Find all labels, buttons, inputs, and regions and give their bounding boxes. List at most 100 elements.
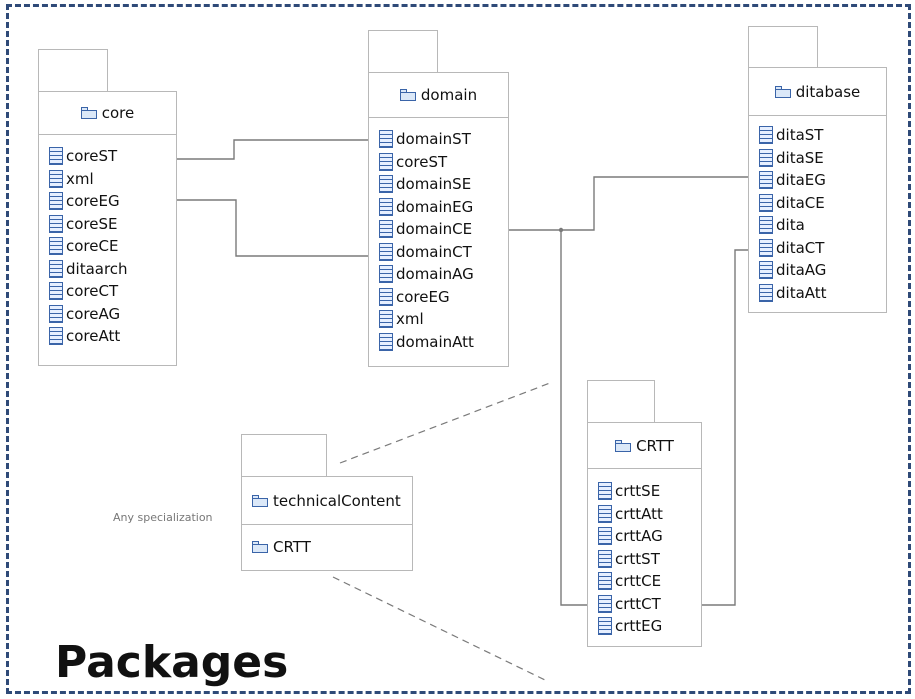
list-item[interactable]: crttST bbox=[598, 548, 701, 571]
schema-icon bbox=[49, 214, 63, 233]
list-item[interactable]: coreEG bbox=[49, 190, 176, 213]
schema-icon bbox=[49, 259, 63, 278]
ditabase-package-name: ditabase bbox=[795, 82, 861, 101]
list-item[interactable]: coreSE bbox=[49, 213, 176, 236]
schema-icon bbox=[759, 171, 773, 190]
technicalcontent-package[interactable]: technicalContent CRTT bbox=[241, 476, 413, 571]
core-package-items: coreST xml coreEG coreSE coreCE ditaarch… bbox=[39, 135, 176, 348]
schema-icon bbox=[598, 504, 612, 523]
crtt-package-tab bbox=[587, 380, 655, 423]
technicalcontent-package-header: technicalContent bbox=[242, 477, 412, 524]
schema-icon bbox=[379, 310, 393, 329]
crtt-package[interactable]: CRTT crttSE crttAtt crttAG crttST crttCE… bbox=[587, 422, 702, 647]
crtt-package-name: CRTT bbox=[636, 436, 674, 455]
folder-icon bbox=[399, 89, 416, 101]
schema-icon bbox=[759, 148, 773, 167]
list-item[interactable]: ditaCE bbox=[759, 192, 886, 215]
list-item[interactable]: ditaSE bbox=[759, 147, 886, 170]
list-item[interactable]: ditaAtt bbox=[759, 282, 886, 305]
domain-package[interactable]: domain domainST coreST domainSE domainEG… bbox=[368, 72, 509, 367]
list-item[interactable]: dita bbox=[759, 214, 886, 237]
schema-icon bbox=[49, 304, 63, 323]
list-item[interactable]: coreCT bbox=[49, 280, 176, 303]
dashed-link-upper bbox=[339, 382, 551, 464]
schema-icon bbox=[598, 594, 612, 613]
schema-icon bbox=[379, 197, 393, 216]
link-ditabase-domainCE bbox=[482, 176, 748, 230]
separator bbox=[242, 524, 412, 525]
specialization-note: Any specialization bbox=[113, 511, 213, 524]
schema-icon bbox=[49, 147, 63, 166]
schema-icon bbox=[759, 126, 773, 145]
schema-icon bbox=[379, 287, 393, 306]
list-item[interactable]: crttCT bbox=[598, 593, 701, 616]
list-item[interactable]: ditaEG bbox=[759, 169, 886, 192]
link-domain-coreST bbox=[128, 139, 368, 159]
page-title: Packages bbox=[55, 637, 289, 688]
list-item[interactable]: coreEG bbox=[379, 286, 508, 309]
list-item[interactable]: xml bbox=[49, 168, 176, 191]
list-item[interactable]: domainEG bbox=[379, 196, 508, 219]
crtt-package-items: crttSE crttAtt crttAG crttST crttCE crtt… bbox=[588, 469, 701, 638]
schema-icon bbox=[49, 192, 63, 211]
schema-icon bbox=[49, 327, 63, 346]
domain-package-name: domain bbox=[420, 86, 478, 104]
list-item[interactable]: ditaAG bbox=[759, 259, 886, 282]
folder-icon bbox=[252, 541, 268, 553]
domain-package-tab bbox=[368, 30, 438, 73]
schema-icon bbox=[759, 283, 773, 302]
core-package-name: core bbox=[101, 104, 135, 122]
ditabase-package[interactable]: ditabase ditaST ditaSE ditaEG ditaCE dit… bbox=[748, 67, 887, 313]
domain-package-header: domain bbox=[369, 73, 508, 118]
list-item[interactable]: domainAG bbox=[379, 263, 508, 286]
schema-icon bbox=[598, 572, 612, 591]
technicalcontent-package-name: technicalContent bbox=[273, 491, 401, 510]
list-item[interactable]: crttEG bbox=[598, 615, 701, 638]
schema-icon bbox=[759, 238, 773, 257]
list-item[interactable]: coreCE bbox=[49, 235, 176, 258]
diagram-frame bbox=[6, 4, 911, 694]
core-package[interactable]: core coreST xml coreEG coreSE coreCE dit… bbox=[38, 91, 177, 366]
list-item[interactable]: crttCE bbox=[598, 570, 701, 593]
list-item[interactable]: domainCE bbox=[379, 218, 508, 241]
folder-icon bbox=[80, 107, 97, 119]
dashed-link-lower bbox=[332, 576, 546, 681]
schema-icon bbox=[379, 242, 393, 261]
list-item[interactable]: xml bbox=[379, 308, 508, 331]
list-item[interactable]: ditaST bbox=[759, 124, 886, 147]
core-package-header: core bbox=[39, 92, 176, 135]
list-item[interactable]: coreST bbox=[379, 151, 508, 174]
folder-icon bbox=[615, 439, 632, 452]
list-item[interactable]: domainCT bbox=[379, 241, 508, 264]
folder-icon bbox=[774, 85, 791, 98]
list-item[interactable]: crttAG bbox=[598, 525, 701, 548]
list-item[interactable]: crttAtt bbox=[598, 503, 701, 526]
technicalcontent-subpackage[interactable]: CRTT bbox=[242, 525, 412, 569]
technicalcontent-package-tab bbox=[241, 434, 327, 477]
list-item[interactable]: coreST bbox=[49, 145, 176, 168]
list-item[interactable]: crttSE bbox=[598, 480, 701, 503]
list-item[interactable]: domainSE bbox=[379, 173, 508, 196]
junction-dot bbox=[558, 227, 564, 233]
link-ditabase-crttCT bbox=[672, 249, 748, 605]
link-domain-coreEG bbox=[132, 200, 368, 257]
schema-icon bbox=[379, 175, 393, 194]
link-crtt-junction bbox=[560, 230, 587, 606]
crtt-package-header: CRTT bbox=[588, 423, 701, 469]
list-item[interactable]: coreAtt bbox=[49, 325, 176, 348]
schema-icon bbox=[759, 193, 773, 212]
schema-icon bbox=[759, 216, 773, 235]
list-item[interactable]: domainST bbox=[379, 128, 508, 151]
schema-icon bbox=[598, 527, 612, 546]
schema-icon bbox=[598, 549, 612, 568]
list-item[interactable]: ditaCT bbox=[759, 237, 886, 260]
schema-icon bbox=[49, 282, 63, 301]
list-item[interactable]: ditaarch bbox=[49, 258, 176, 281]
schema-icon bbox=[379, 220, 393, 239]
list-item[interactable]: domainAtt bbox=[379, 331, 508, 354]
domain-package-items: domainST coreST domainSE domainEG domain… bbox=[369, 118, 508, 353]
ditabase-package-header: ditabase bbox=[749, 68, 886, 116]
schema-icon bbox=[49, 169, 63, 188]
schema-icon bbox=[379, 332, 393, 351]
list-item[interactable]: coreAG bbox=[49, 303, 176, 326]
